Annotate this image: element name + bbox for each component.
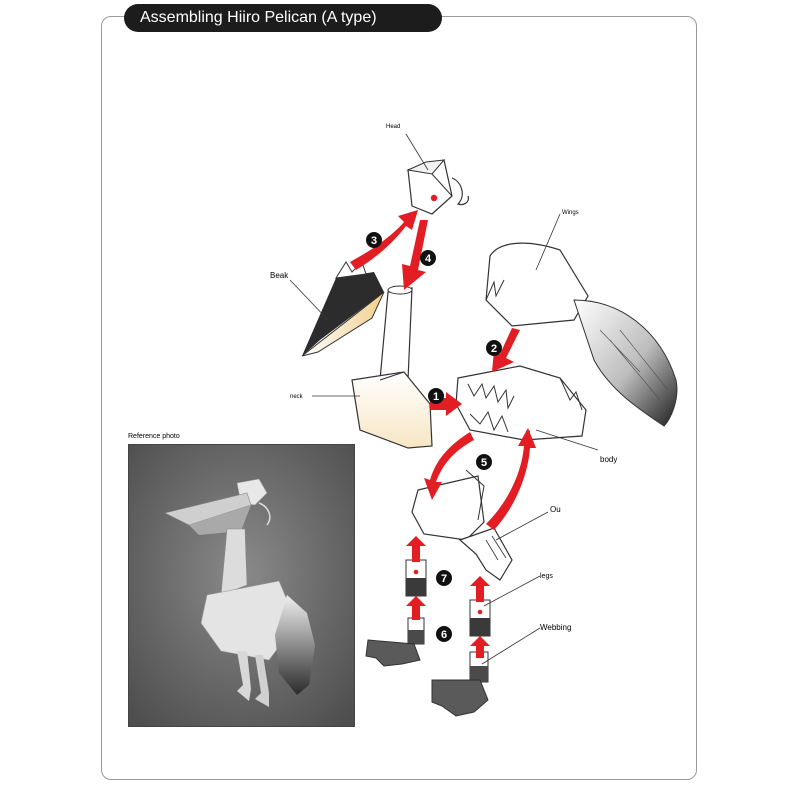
arrow-step-7	[406, 536, 426, 562]
part-labels: Head Wings Beak neck body Ou legs Webbin…	[270, 124, 617, 632]
svg-text:6: 6	[441, 629, 447, 641]
neck-part	[351, 285, 433, 449]
svg-text:5: 5	[481, 457, 487, 469]
arrow-step-6	[406, 596, 426, 620]
arrow-step-5-right	[486, 428, 536, 530]
arrow-step-3	[350, 210, 418, 270]
arrow-step-7b	[470, 576, 490, 602]
legs-part	[405, 559, 491, 637]
arrow-step-2	[492, 328, 520, 372]
leader-lines	[289, 133, 599, 665]
arrow-step-4	[402, 220, 428, 290]
svg-text:7: 7	[441, 573, 447, 585]
arrow-step-5-left	[424, 432, 474, 500]
reference-photo	[128, 444, 355, 727]
label-neck: neck	[290, 394, 304, 400]
label-body: body	[600, 455, 617, 464]
svg-text:4: 4	[425, 253, 432, 265]
page-title: Assembling Hiiro Pelican (A type)	[124, 4, 442, 32]
wings-part	[485, 242, 678, 427]
svg-text:2: 2	[491, 343, 497, 355]
beak-part	[301, 261, 385, 357]
step-badge-2: 2	[486, 340, 502, 356]
svg-text:3: 3	[371, 235, 377, 247]
step-badge-4: 4	[420, 250, 436, 266]
label-legs: legs	[540, 573, 553, 580]
assembly-arrows	[350, 210, 536, 658]
step-badge-7: 7	[436, 570, 452, 586]
arrow-step-6b	[470, 636, 490, 658]
label-head: Head	[386, 124, 400, 130]
label-wings: Wings	[562, 210, 579, 216]
label-ou: Ou	[550, 505, 561, 514]
step-badge-6: 6	[436, 626, 452, 642]
step-badges: 1 2 3 4 5 6 7	[366, 232, 502, 642]
webbing-part	[365, 617, 489, 717]
body-part	[455, 365, 587, 441]
head-part	[406, 159, 469, 215]
step-badge-3: 3	[366, 232, 382, 248]
step-badge-5: 5	[476, 454, 492, 470]
label-webbing: Webbing	[540, 623, 571, 632]
svg-text:1: 1	[433, 391, 439, 403]
step-badge-1: 1	[428, 388, 444, 404]
label-beak: Beak	[270, 271, 289, 280]
reference-photo-label: Reference photo	[128, 433, 180, 440]
